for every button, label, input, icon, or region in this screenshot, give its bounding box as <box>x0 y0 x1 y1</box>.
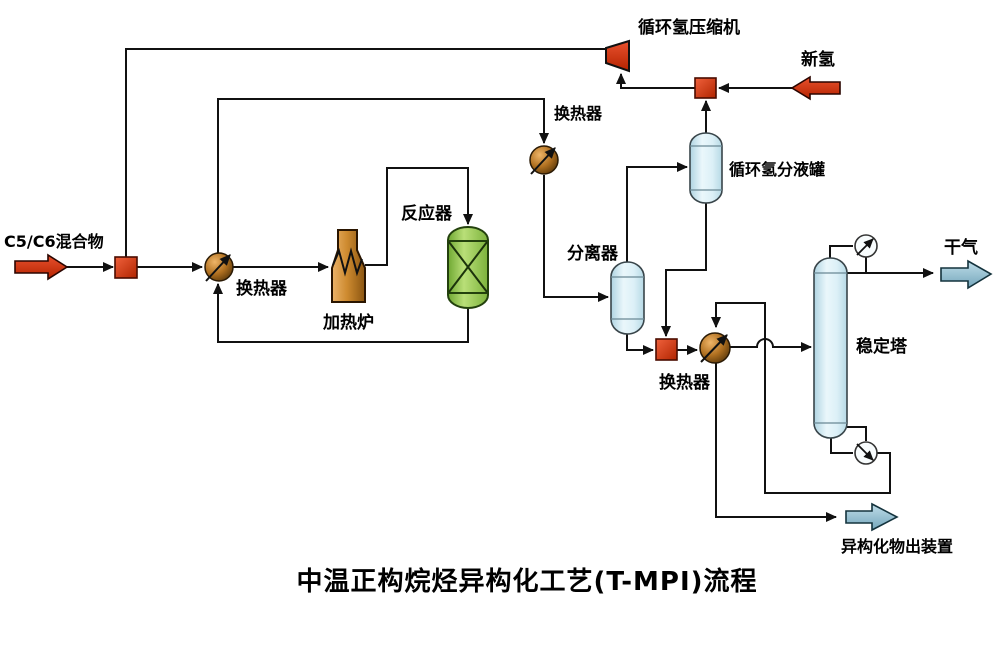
stabilizer-label: 稳定塔 <box>856 336 908 357</box>
furnace-symbol <box>331 229 366 303</box>
reactor-symbol <box>447 226 489 309</box>
dry-gas-label: 干气 <box>944 237 978 258</box>
feed-label: C5/C6混合物 <box>4 232 104 251</box>
overhead-condenser <box>854 234 878 258</box>
separator-label: 分离器 <box>567 243 619 264</box>
stabilizer-tower-vessel <box>813 257 848 439</box>
pipe-tower-top-to-condenser <box>829 245 853 258</box>
separator-vessel <box>610 261 645 335</box>
pipe-bottoms-loop-to-exchanger3 <box>710 302 891 494</box>
exchanger3-stabilizer-feed <box>699 332 731 364</box>
feed-arrow <box>14 253 69 281</box>
reactor-label: 反应器 <box>401 203 453 224</box>
exchanger3-label: 换热器 <box>659 372 711 393</box>
isomerate-label: 异构化物出装置 <box>841 537 953 556</box>
pipe-separator-bottom-to-mixer2 <box>626 334 655 356</box>
furnace-label: 加热炉 <box>322 312 374 333</box>
exchanger2-label: 换热器 <box>554 104 603 123</box>
fresh-h2-label: 新氢 <box>801 49 835 70</box>
isomerate-arrow <box>845 502 899 532</box>
mixer3-hydrogen <box>694 77 717 99</box>
recycle-compressor-symbol <box>605 39 630 73</box>
pipe-compressor-to-mixer1 <box>125 48 606 257</box>
dry-gas-arrow <box>940 259 993 290</box>
exchanger1-feed-effluent <box>204 252 234 282</box>
pipe-cooler-to-separator <box>543 175 610 303</box>
compressor-label: 循环氢压缩机 <box>638 17 740 38</box>
pipe-furnace-to-reactor <box>365 167 474 266</box>
recycle-h2-drum-vessel <box>689 132 723 204</box>
pipe-mixer3-to-compressor <box>615 72 695 89</box>
pipe-tower-side-to-cooler2 <box>847 426 867 441</box>
exchanger1-label: 换热器 <box>236 278 288 299</box>
mixer1-feed-h2 <box>114 256 138 279</box>
pipe-reactor-effluent-to-exchanger1 <box>212 282 469 343</box>
exchanger2-cooler <box>529 145 559 175</box>
pipe-drum-bottom-to-mixer2 <box>660 203 707 338</box>
diagram-title: 中温正构烷烃异构化工艺(T-MPI)流程 <box>296 566 757 597</box>
pipe-tower-bottom-to-cooler2 <box>830 438 853 454</box>
pipe-isomerate-out <box>715 362 838 523</box>
drum-label: 循环氢分液罐 <box>729 160 825 179</box>
pipe-exchanger1-to-cooler <box>217 98 550 253</box>
furnace-coil-zigzag <box>332 247 363 277</box>
fresh-h2-arrow <box>790 75 841 101</box>
mixer2-separator-liquid <box>655 338 678 361</box>
pipe-exchanger3-to-stabilizer <box>730 338 813 353</box>
pipes <box>67 48 935 523</box>
bottoms-cooler <box>854 441 878 465</box>
pipe-separator-top-to-drum <box>626 161 689 262</box>
